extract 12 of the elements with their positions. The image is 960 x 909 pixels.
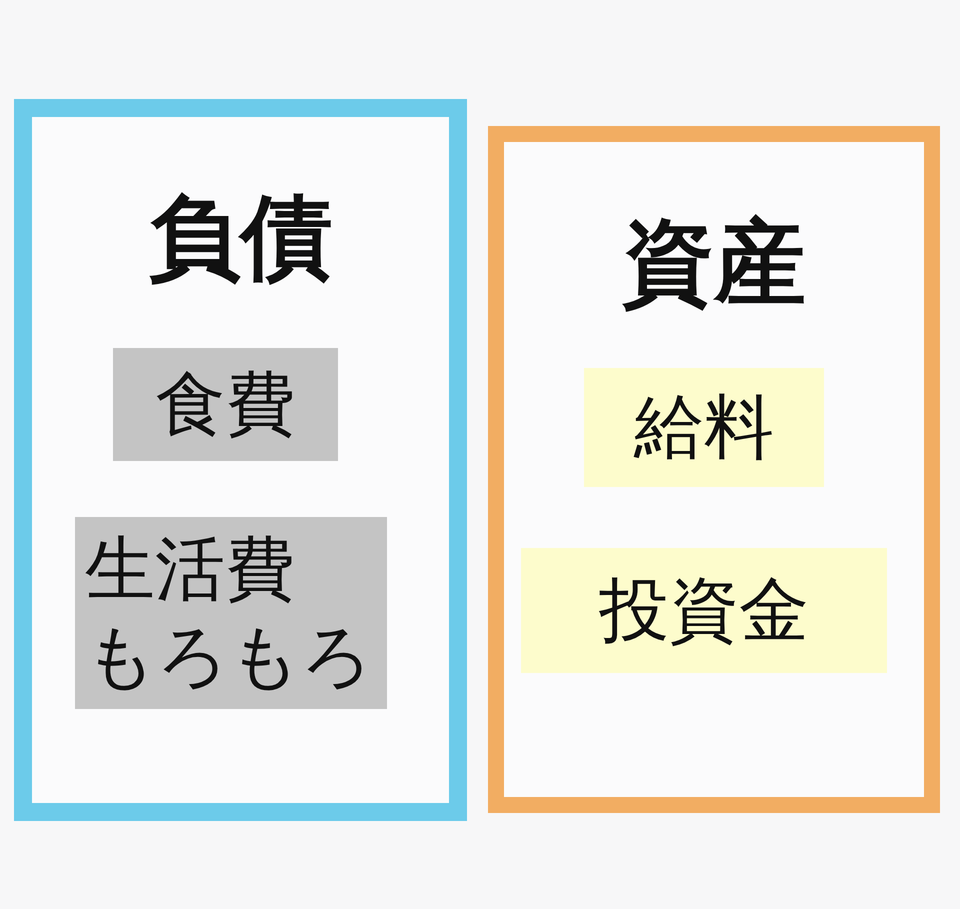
item-label: 食費 xyxy=(156,362,296,447)
item-tag xyxy=(584,368,824,487)
item-tag xyxy=(75,517,387,709)
panel-heading: 負債 xyxy=(148,192,334,284)
item-label: もろもろ xyxy=(85,614,373,699)
item-label: 生活費 xyxy=(85,526,295,612)
item-label: 投資金 xyxy=(599,568,809,653)
item-tag xyxy=(521,548,887,673)
item-tag xyxy=(113,348,338,461)
category-panel xyxy=(14,99,467,821)
category-panel xyxy=(488,126,940,813)
item-label: 給料 xyxy=(634,384,774,470)
